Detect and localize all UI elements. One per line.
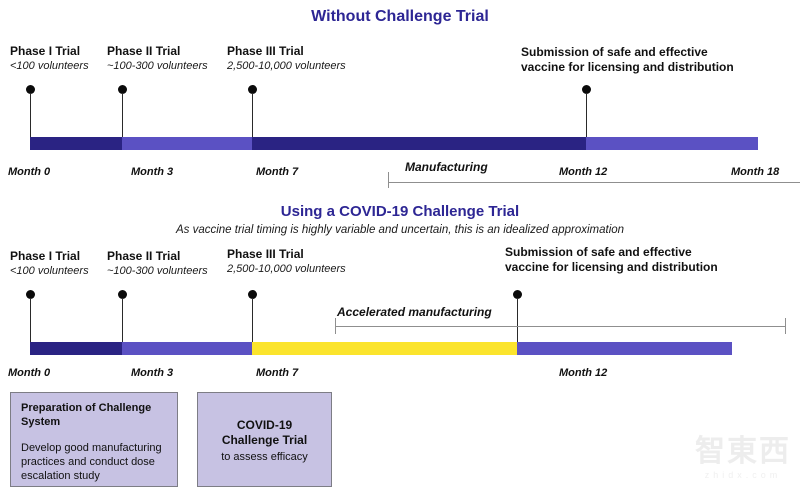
phase-volunteers: <100 volunteers (10, 265, 89, 277)
submission-line1: Submission of safe and effective (521, 45, 708, 59)
phase1-label: Phase I Trial <100 volunteers (10, 249, 89, 279)
box-body: Develop good manufacturing practices and… (21, 442, 162, 482)
month-label: Month 7 (256, 166, 299, 178)
phase-volunteers: ~100-300 volunteers (107, 265, 208, 277)
watermark: 智東西 zhidx.com (688, 435, 798, 481)
month-label: Month 3 (131, 367, 174, 379)
pin-stem (252, 298, 253, 355)
pin-dot (118, 290, 127, 299)
pin-dot (118, 85, 127, 94)
pin-dot (513, 290, 522, 299)
phase-name: Phase III Trial (227, 247, 304, 261)
phase2-label: Phase II Trial ~100-300 volunteers (107, 44, 208, 74)
timeline-bar-2 (30, 342, 732, 355)
month-label: Month 12 (559, 367, 608, 379)
phase-volunteers: ~100-300 volunteers (107, 60, 208, 72)
bracket-tick-left (335, 318, 336, 334)
pin-dot (26, 85, 35, 94)
segment-month7-12-challenge (252, 342, 517, 355)
submission-note: Submission of safe and effective vaccine… (505, 245, 718, 275)
month-label: Month 0 (8, 367, 51, 379)
submission-line2: vaccine for licensing and distribution (521, 60, 734, 74)
month-label: Month 12 (559, 166, 608, 178)
phase-name: Phase II Trial (107, 249, 181, 263)
phase3-label: Phase III Trial 2,500-10,000 volunteers (227, 247, 346, 277)
phase-volunteers: 2,500-10,000 volunteers (227, 60, 346, 72)
accelerated-manufacturing-label: Accelerated manufacturing (337, 305, 492, 319)
bracket-line (388, 182, 800, 183)
segment-month12-plus (517, 342, 732, 355)
segment-month7-12 (252, 137, 586, 150)
watermark-logo: 智東西 (695, 435, 791, 468)
pin-stem (586, 93, 587, 150)
pin-stem (122, 298, 123, 355)
box-body: to assess efficacy (221, 451, 308, 463)
bracket-tick-left (388, 172, 389, 188)
pin-dot (26, 290, 35, 299)
pin-stem (30, 298, 31, 355)
bracket-tick-right (785, 318, 786, 334)
segment-month3-7 (122, 342, 252, 355)
pin-stem (122, 93, 123, 150)
pin-dot (582, 85, 591, 94)
box-title: COVID-19 Challenge Trial (221, 418, 308, 447)
timeline-bar-1 (30, 137, 758, 150)
phase-name: Phase I Trial (10, 44, 81, 58)
month-label: Month 0 (8, 166, 51, 178)
month-label: Month 3 (131, 166, 174, 178)
phase2-label: Phase II Trial ~100-300 volunteers (107, 249, 208, 279)
watermark-domain: zhidx.com (704, 470, 782, 480)
month-label: Month 18 (731, 166, 780, 178)
phase-name: Phase I Trial (10, 249, 81, 263)
pin-dot (248, 85, 257, 94)
phase-name: Phase II Trial (107, 44, 181, 58)
phase3-label: Phase III Trial 2,500-10,000 volunteers (227, 44, 346, 74)
section1-title: Without Challenge Trial (311, 8, 489, 25)
phase1-label: Phase I Trial <100 volunteers (10, 44, 89, 74)
section2-subtitle: As vaccine trial timing is highly variab… (175, 224, 625, 236)
pin-dot (248, 290, 257, 299)
submission-line1: Submission of safe and effective (505, 245, 692, 259)
segment-month12-18 (586, 137, 758, 150)
phase-volunteers: <100 volunteers (10, 60, 89, 72)
manufacturing-label: Manufacturing (405, 160, 488, 174)
covid-challenge-box: COVID-19 Challenge Trial to assess effic… (197, 392, 332, 487)
prep-challenge-box: Preparation of Challenge System Develop … (10, 392, 178, 487)
segment-month0-3 (30, 342, 122, 355)
submission-note: Submission of safe and effective vaccine… (521, 45, 734, 75)
bracket-line (335, 326, 786, 327)
month-label: Month 7 (256, 367, 299, 379)
pin-stem (30, 93, 31, 150)
phase-name: Phase III Trial (227, 44, 304, 58)
box-title: Preparation of Challenge System (21, 402, 152, 428)
phase-volunteers: 2,500-10,000 volunteers (227, 263, 346, 275)
segment-month3-7 (122, 137, 252, 150)
section2-title: Using a COVID-19 Challenge Trial (280, 203, 520, 220)
pin-stem (252, 93, 253, 150)
submission-line2: vaccine for licensing and distribution (505, 260, 718, 274)
segment-month0-3 (30, 137, 122, 150)
